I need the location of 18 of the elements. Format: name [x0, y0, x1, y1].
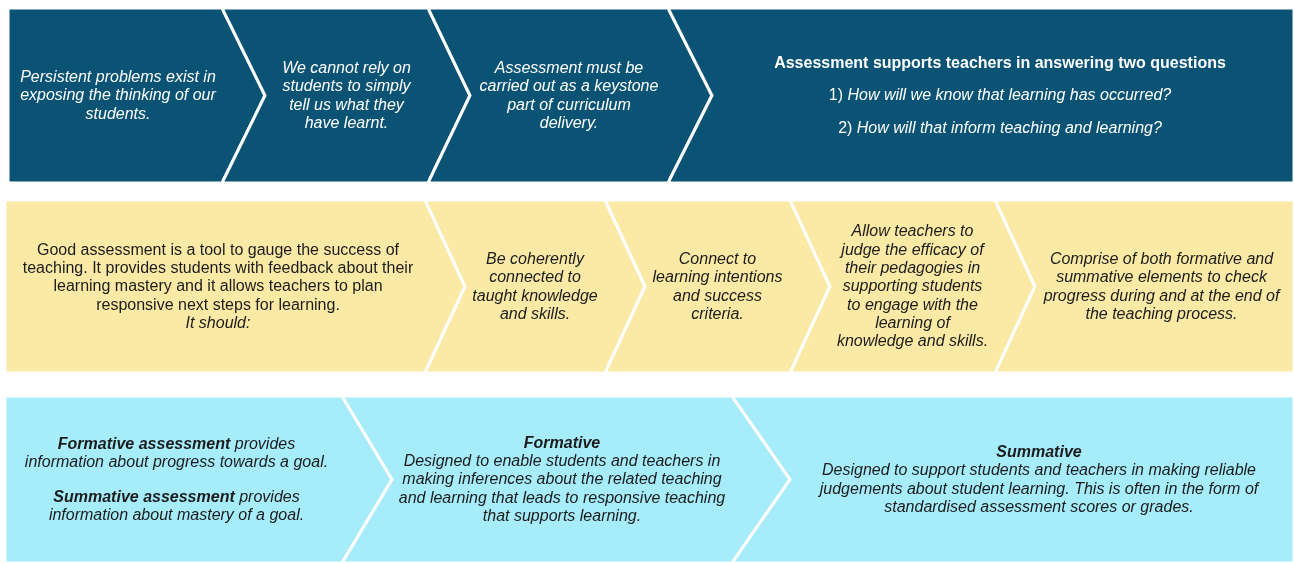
chevron-text: Comprise of both formative and summative elements to check progress during and at the end of the teaching process. — [1042, 249, 1282, 324]
chevron-text: Persistent problems exist in exposing the thinking of our students. — [20, 67, 216, 124]
chevron-text: 2) How will that inform teaching and learning? — [838, 118, 1162, 138]
chevron-text: Good assessment is a tool to gauge the success of teaching. It provides students with feedback about their learning mastery and it allows teachers to plan responsive next steps for learning. — [21, 240, 415, 315]
chevron-text: Assessment must be carried out as a keystone part of curriculum delivery. — [478, 58, 660, 133]
chevron-text: Be coherently connected to taught knowledge and skills. — [471, 249, 599, 324]
chevron-text: Formative assessment provides information about progress towards a goal. — [23, 434, 330, 472]
chevron-heading: Assessment supports teachers in answering two questions — [774, 53, 1226, 73]
chevron-text: Designed to support students and teachers in making reliable judgements about student learning. This is often in the form of standardised assessment scores or grades. — [817, 461, 1261, 517]
chevron-text: Connect to learning intentions and success criteria. — [651, 249, 784, 324]
chevron-text: 1) How will we know that learning has occurred? — [828, 86, 1172, 105]
chevron-text: It should: — [185, 314, 251, 333]
chevron-heading: Summative — [996, 442, 1082, 462]
chevron-text: We cannot rely on students to simply tell us what they have learnt. — [281, 58, 412, 133]
chevron-text: Designed to enable students and teachers in making inferences about the related teaching and learning that leads to responsive teaching that supports learning. — [398, 451, 726, 526]
chevron-text: Allow teachers to judge the efficacy of their pedagogies in supporting students to engage with the learning of knowledge and skills. — [836, 222, 989, 351]
chevron-heading: Formative — [523, 433, 601, 452]
chevron-text: Summative assessment provides information about mastery of a goal. — [47, 487, 306, 525]
